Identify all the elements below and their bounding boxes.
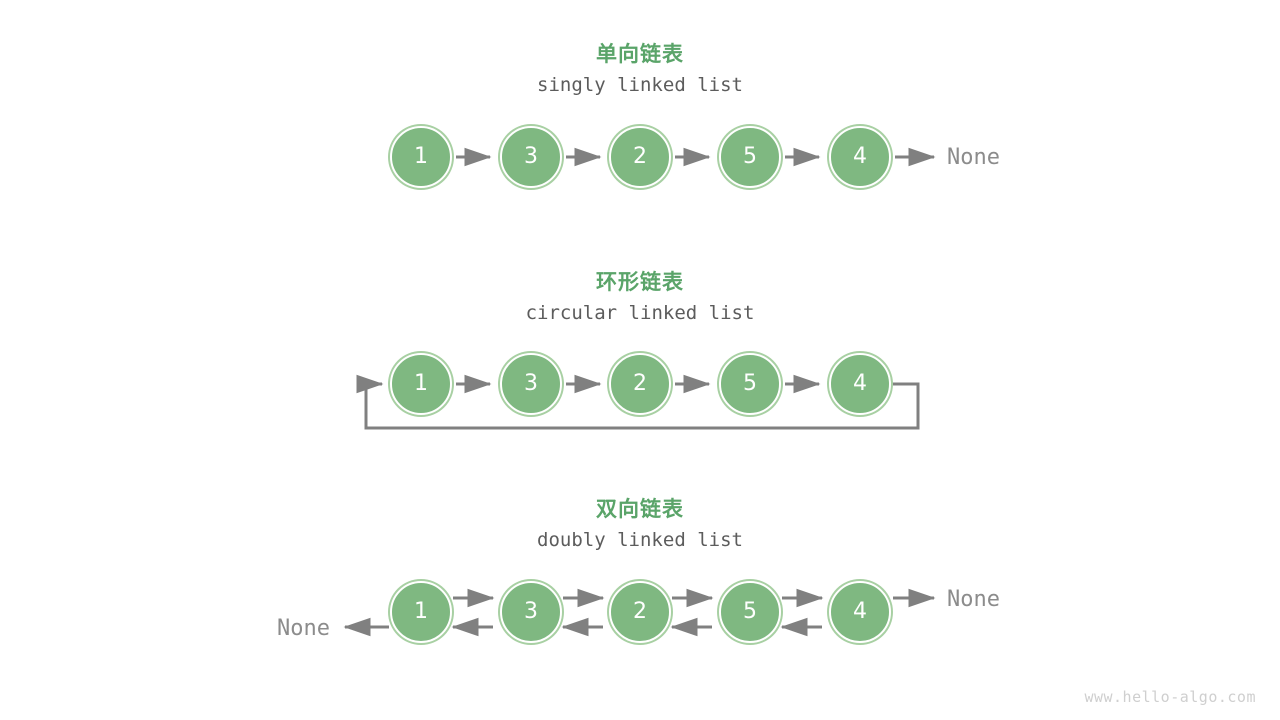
doubly-node-1[interactable]: 3 [500,581,562,643]
doubly-title-cn: 双向链表 [596,497,684,521]
circular-title-cn: 环形链表 [596,270,684,294]
node-value: 3 [524,144,538,169]
singly-node-1[interactable]: 3 [500,126,562,188]
doubly-title-en: doubly linked list [537,529,743,551]
circular-node-3[interactable]: 5 [719,353,781,415]
circular-title-en: circular linked list [525,302,755,324]
node-value: 4 [853,144,867,169]
doubly-head-none-label: None [277,616,330,641]
node-value: 3 [524,599,538,624]
node-value: 2 [633,371,647,396]
node-value: 5 [743,599,757,624]
doubly-tail-none-label: None [947,587,1000,612]
doubly-node-2[interactable]: 2 [609,581,671,643]
node-value: 2 [633,144,647,169]
node-value: 1 [414,144,428,169]
circular-loopback-path [356,374,920,430]
singly-title-cn: 单向链表 [596,42,684,66]
doubly-node-4[interactable]: 4 [829,581,891,643]
doubly-list-arrows [343,588,936,637]
node-value: 5 [743,144,757,169]
singly-node-3[interactable]: 5 [719,126,781,188]
watermark: www.hello-algo.com [1084,688,1256,706]
singly-tail-none-label: None [947,145,1000,170]
node-value: 4 [853,371,867,396]
node-value: 3 [524,371,538,396]
node-value: 5 [743,371,757,396]
circular-node-2[interactable]: 2 [609,353,671,415]
circular-list-arrows [356,374,920,430]
doubly-node-0[interactable]: 1 [390,581,452,643]
node-value: 1 [414,371,428,396]
singly-node-4[interactable]: 4 [829,126,891,188]
singly-title-en: singly linked list [537,74,743,96]
node-value: 2 [633,599,647,624]
singly-node-0[interactable]: 1 [390,126,452,188]
circular-node-1[interactable]: 3 [500,353,562,415]
node-value: 4 [853,599,867,624]
circular-node-0[interactable]: 1 [390,353,452,415]
circular-node-4[interactable]: 4 [829,353,891,415]
node-value: 1 [414,599,428,624]
doubly-node-3[interactable]: 5 [719,581,781,643]
singly-node-2[interactable]: 2 [609,126,671,188]
